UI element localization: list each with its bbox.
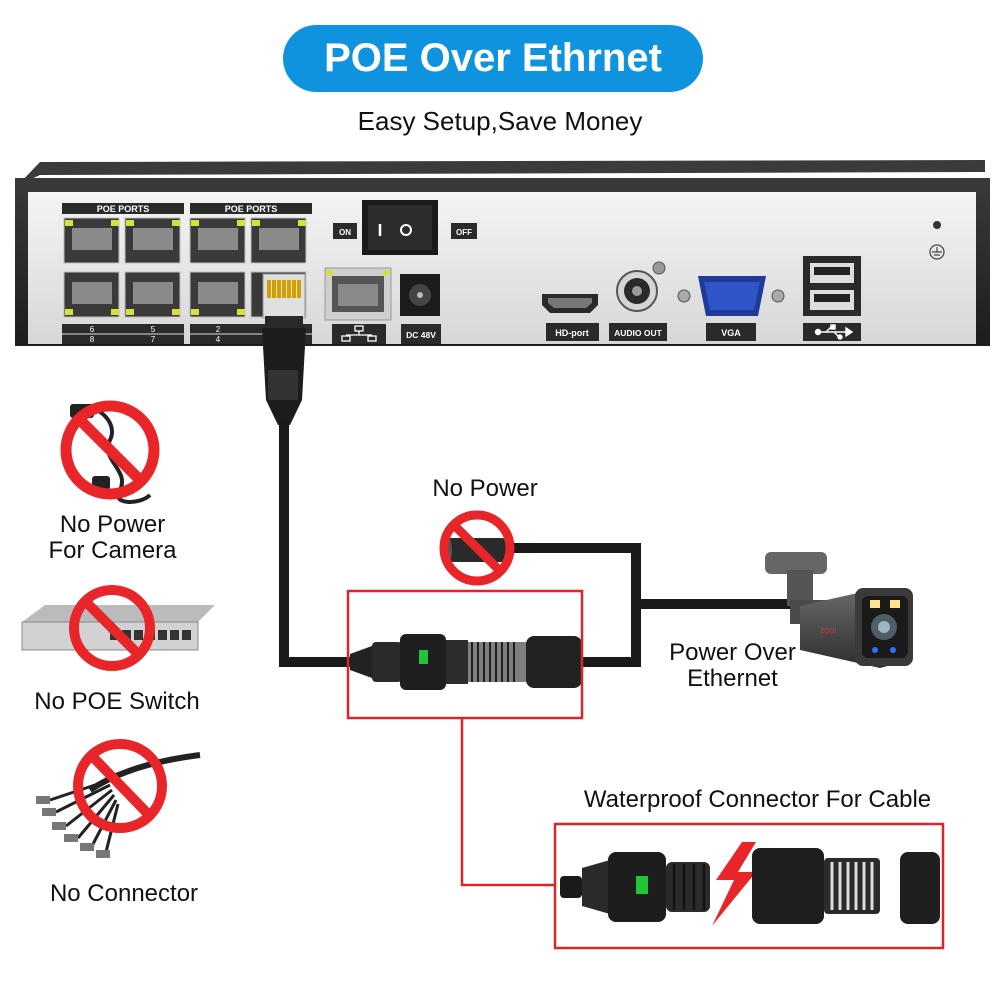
vga-label: VGA	[721, 328, 741, 338]
highlight-frames	[346, 589, 945, 950]
usb-ports	[803, 256, 861, 341]
title-badge: POE Over Ethrnet	[283, 25, 703, 92]
no-power-camera-line2: For Camera	[48, 537, 177, 564]
no-connector-example	[36, 739, 201, 858]
power-over-line2: Ethernet	[687, 665, 778, 692]
waterproof-connector-detail	[560, 842, 940, 926]
svg-text:ZOSI: ZOSI	[820, 628, 836, 635]
usb-icon	[814, 324, 854, 340]
inline-connector	[350, 634, 582, 690]
hdmi-port: HD-port	[542, 294, 599, 341]
ground-icon	[929, 244, 945, 260]
no-power-camera-line1: No Power	[59, 511, 166, 538]
no-poe-switch-example	[21, 585, 215, 671]
nvr-device: POE PORTS POE PORTS	[15, 160, 990, 346]
poe-ports-right-label: POE PORTS	[225, 204, 278, 214]
power-switch: ON OFF	[333, 200, 477, 255]
page-subtitle: Easy Setup,Save Money	[357, 106, 643, 136]
no-power-camera-label: No Power For Camera	[30, 512, 195, 564]
no-power-prohibited-icon	[439, 510, 515, 586]
lan-port	[324, 267, 392, 344]
no-connector-label: No Connector	[49, 880, 199, 907]
ip-camera: ZOSI	[765, 552, 913, 668]
audio-out-label: AUDIO OUT	[614, 328, 663, 338]
power-over-line1: Power Over	[669, 639, 796, 666]
dc-power-jack: DC 48V	[400, 274, 441, 344]
hd-port-label: HD-port	[555, 328, 589, 338]
port-number-8: 8	[90, 335, 95, 344]
no-poe-switch-label: No POE Switch	[34, 688, 200, 715]
port-number-6: 6	[90, 325, 95, 334]
port-number-4: 4	[216, 335, 221, 344]
lightning-icon	[712, 842, 756, 926]
port-number-2: 2	[216, 325, 221, 334]
power-over-ethernet-label: Power Over Ethernet	[640, 640, 825, 692]
no-power-label: No Power	[432, 475, 538, 502]
switch-off-label: OFF	[456, 228, 472, 237]
waterproof-connector-label: Waterproof Connector For Cable	[583, 786, 932, 813]
switch-on-label: ON	[339, 228, 351, 237]
no-adapter-example	[60, 400, 160, 504]
dc-label: DC 48V	[406, 330, 436, 340]
network-cable	[279, 420, 800, 667]
ethernet-icon	[341, 325, 377, 342]
vga-port: VGA	[677, 276, 785, 341]
audio-out-port: AUDIO OUT	[609, 261, 667, 341]
poe-ports-left-label: POE PORTS	[97, 204, 150, 214]
page-title: POE Over Ethrnet	[324, 36, 662, 80]
port-number-5: 5	[151, 325, 156, 334]
ethernet-plug	[262, 273, 306, 425]
port-number-7: 7	[151, 335, 156, 344]
